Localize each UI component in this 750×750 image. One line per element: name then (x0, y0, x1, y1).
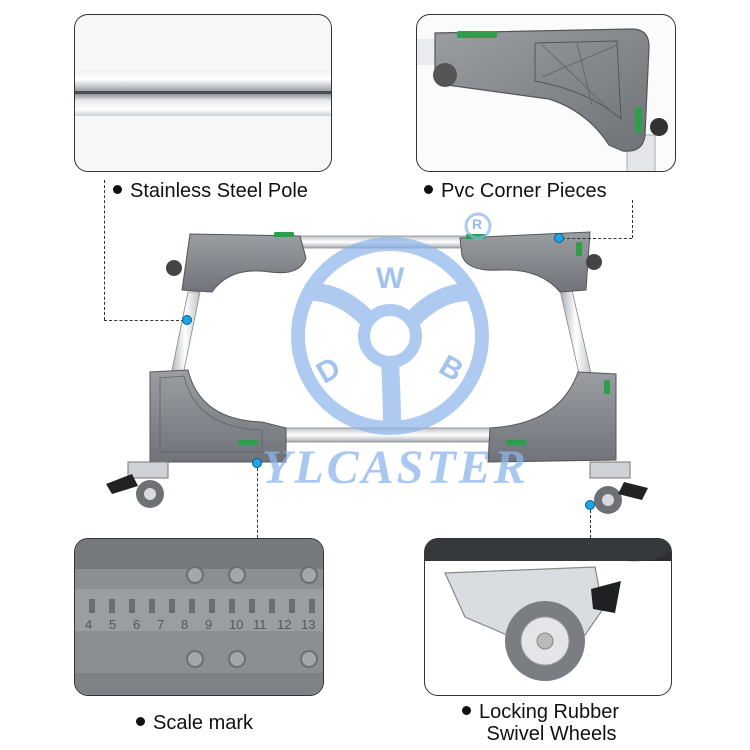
wheel-leader-vertical (590, 510, 591, 538)
scale-number-5: 5 (109, 617, 116, 632)
corner-leader-vertical (632, 200, 633, 238)
locking-rubber-wheels-caption: Locking Rubber Swivel Wheels (462, 701, 619, 745)
right-caster-wheel (589, 461, 648, 514)
scale-number-13: 13 (301, 617, 315, 632)
scale-callout-dot (252, 458, 262, 468)
scale-number-10: 10 (229, 617, 243, 632)
bullet-icon (424, 185, 433, 195)
pvc-corner-image (417, 28, 668, 171)
bullet-icon (136, 717, 145, 727)
pole-callout-dot (182, 315, 192, 325)
scale-number-6: 6 (133, 617, 140, 632)
bullet-icon (462, 706, 471, 716)
scale-mark-closeup-panel: 4 5 6 7 8 9 10 11 12 13 (74, 538, 324, 696)
scale-number-12: 12 (277, 617, 291, 632)
scale-mark-caption: Scale mark (136, 711, 253, 735)
pole-leader-horizontal (104, 320, 184, 321)
scale-number-11: 11 (253, 617, 267, 632)
scale-number-4: 4 (85, 617, 92, 632)
scale-number-9: 9 (205, 617, 212, 632)
scale-mark-image: 4 5 6 7 8 9 10 11 12 13 (75, 539, 323, 695)
pole-leader-vertical (104, 180, 105, 320)
stainless-pole-image (75, 71, 331, 116)
corner-leader-horizontal (562, 238, 632, 239)
corner-callout-dot (554, 233, 564, 243)
pvc-corner-closeup-panel (416, 14, 676, 172)
scale-number-8: 8 (181, 617, 188, 632)
stainless-steel-pole-caption: Stainless Steel Pole (113, 179, 308, 203)
swivel-wheel-closeup-panel (424, 538, 672, 696)
bullet-icon (113, 185, 122, 195)
left-caster-wheel (106, 461, 169, 508)
swivel-wheel-image (425, 539, 671, 681)
watermark-registered-mark: R (472, 216, 483, 232)
watermark-letter-w: W (376, 262, 405, 295)
stainless-pole-closeup-panel (74, 14, 332, 172)
watermark-brand-text: YLCASTER (262, 441, 529, 494)
brand-watermark-logo (291, 212, 492, 435)
scale-leader-vertical (257, 468, 258, 538)
wheel-callout-dot (585, 500, 595, 510)
pvc-corner-pieces-caption: Pvc Corner Pieces (424, 179, 607, 203)
scale-number-7: 7 (157, 617, 164, 632)
